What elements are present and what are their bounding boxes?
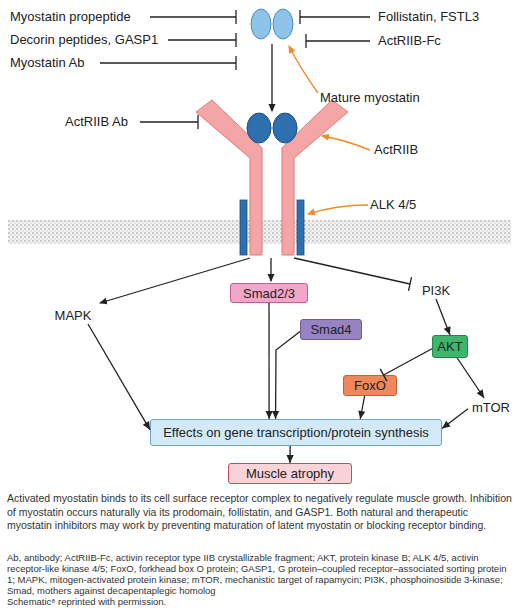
arrow-connector (266, 303, 273, 419)
node-text: Effects on gene transcription/protein sy… (163, 425, 429, 440)
arrow-connector (442, 409, 468, 429)
diagram-label: Follistatin, FSTL3 (378, 9, 479, 25)
callout-arrows (289, 46, 370, 214)
myostatin-monomer (273, 9, 293, 39)
diagram-label: Myostatin Ab (10, 55, 84, 71)
node-text: PI3K (422, 283, 450, 298)
arrow-connector (436, 299, 450, 335)
alk-subunit (297, 200, 304, 255)
myostatin-monomer (251, 9, 271, 39)
bound-myostatin (273, 113, 297, 143)
node-text: mTOR (472, 400, 510, 415)
node-text: FoxO (354, 378, 386, 393)
alk-subunit (240, 200, 247, 255)
diagram-label: ActRIIB (374, 142, 418, 158)
node-text: Smad4 (310, 322, 351, 337)
pathway-label-node: MAPK (48, 306, 98, 324)
diagram-label: Decorin peptides, GASP1 (10, 32, 158, 48)
protein-box: Smad4 (300, 319, 362, 340)
receptor-signal-lines (100, 258, 412, 303)
source-note: Schematic⁸ reprinted with permission. (7, 596, 512, 607)
node-text: AKT (437, 339, 462, 354)
protein-box: FoxO (343, 375, 397, 396)
outcome-box: Muscle atrophy (228, 463, 352, 484)
abbreviations-note: Ab, antibody; ActRIIB-Fc, activin recept… (7, 552, 512, 596)
diagram-label: ALK 4/5 (370, 197, 416, 213)
diagram-label: Mature myostatin (320, 90, 420, 106)
arrow-connector (358, 396, 365, 419)
arrow-connector (457, 358, 484, 398)
effects-box: Effects on gene transcription/protein sy… (150, 419, 442, 446)
arrow-connector (286, 446, 293, 463)
node-text: Smad2/3 (243, 286, 295, 301)
diagram-label: ActRIIB-Fc (378, 33, 441, 49)
arrow-connector (88, 324, 150, 430)
protein-box: AKT (432, 335, 468, 358)
pathway-label-node: PI3K (415, 281, 457, 299)
figure-caption: Activated myostatin binds to its cell su… (7, 492, 512, 533)
node-text: MAPK (55, 308, 92, 323)
node-text: Muscle atrophy (246, 466, 334, 481)
arrow-connector (272, 332, 300, 419)
bound-myostatin (247, 113, 271, 143)
diagram-label: ActRIIB Ab (65, 114, 128, 130)
protein-box: Smad2/3 (230, 283, 308, 303)
inhibition-connector (380, 349, 432, 381)
pathway-label-node: mTOR (468, 398, 514, 416)
binding-arrow (271, 44, 272, 111)
diagram-label: Myostatin propeptide (10, 9, 131, 25)
